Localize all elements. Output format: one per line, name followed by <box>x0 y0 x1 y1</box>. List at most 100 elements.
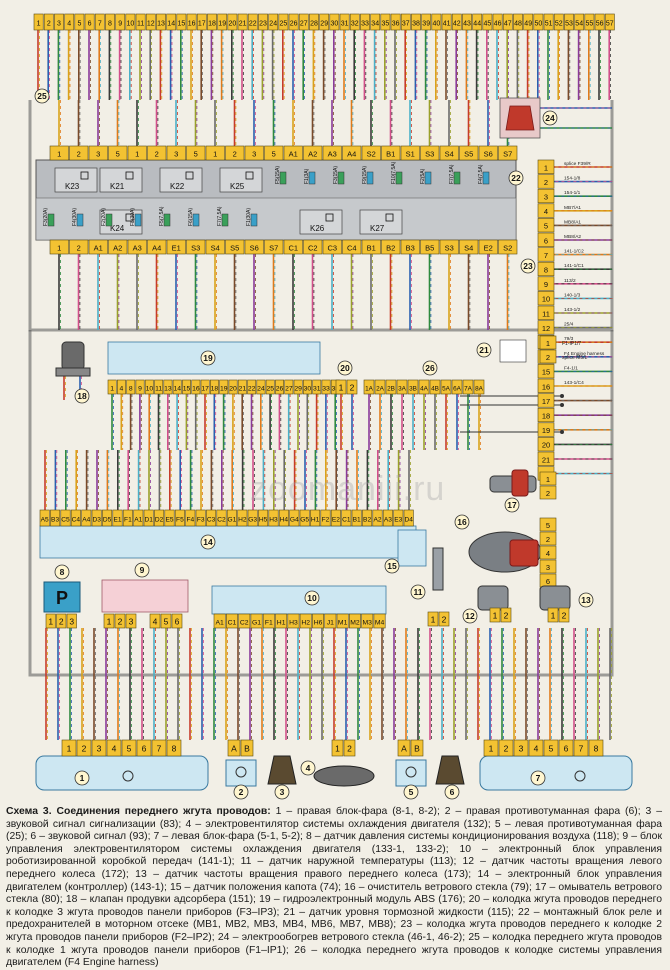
pin-label: 1 <box>431 614 436 624</box>
pin-label: 30 <box>331 20 339 27</box>
pin-cell <box>594 13 605 31</box>
pin-label: S7 <box>269 243 278 252</box>
pin-cell <box>324 613 337 629</box>
pin-label: 2A <box>376 385 385 392</box>
pin-label: 14 <box>167 20 175 27</box>
pin-cell <box>342 145 362 161</box>
conn23-wire-label: 113/2 <box>564 278 576 284</box>
pin-cell <box>125 613 137 629</box>
pin-label: A1 <box>289 149 298 158</box>
pin-label: 3 <box>97 743 102 753</box>
callout-number: 19 <box>203 353 213 363</box>
pin-cell <box>451 379 463 395</box>
pin-label: 4 <box>544 207 548 216</box>
pin-cell <box>410 739 424 757</box>
pin-label: 21 <box>239 20 247 27</box>
pin-cell <box>126 379 136 395</box>
pin-label: G4 <box>290 516 299 523</box>
pin-cell <box>537 437 555 452</box>
pin-label: 5 <box>116 149 120 158</box>
pin-label: A1 <box>94 243 103 252</box>
relay-coil-icon <box>185 171 194 180</box>
pin-label: E1 <box>172 243 181 252</box>
pin-cell <box>298 13 309 31</box>
fuse-label: F2(20A) <box>101 208 107 226</box>
pin-cell <box>537 364 555 379</box>
pin-cell <box>319 13 330 31</box>
pin-cell <box>205 145 225 161</box>
pin-label: S2 <box>503 243 512 252</box>
callout-circle <box>410 584 426 600</box>
pin-label: H5 <box>259 516 268 523</box>
pin-cell <box>114 613 126 629</box>
pin-label: C1 <box>342 516 351 523</box>
pin-label: 42 <box>453 20 461 27</box>
pin-cell <box>312 379 322 395</box>
pin-cell <box>240 739 254 757</box>
pin-label: 15 <box>178 20 186 27</box>
pin-label: S2 <box>367 149 376 158</box>
lamp-icon <box>574 770 586 782</box>
pin-label: A4 <box>347 149 356 158</box>
pin-label: 2 <box>562 610 567 620</box>
callout-number: 9 <box>140 565 145 575</box>
callout-number: 5 <box>409 787 414 797</box>
pin-cell <box>207 13 217 31</box>
pin-cell <box>121 739 137 757</box>
pin-label: 12 <box>147 20 155 27</box>
pin-cell <box>537 305 555 320</box>
callout-number: 6 <box>450 787 455 797</box>
pin-cell <box>537 451 555 466</box>
pin-cell <box>238 613 251 629</box>
pin-label: 21 <box>542 455 550 464</box>
callout-number: 18 <box>77 391 87 401</box>
callout-number: 4 <box>306 763 311 773</box>
pin-cell <box>588 739 604 757</box>
callout-circle <box>504 497 520 513</box>
pin-cell <box>360 13 370 31</box>
pin-label: 18 <box>208 20 216 27</box>
pin-cell <box>160 613 172 629</box>
pin-label: 1 <box>110 385 114 392</box>
pin-cell <box>166 739 182 757</box>
pin-label: M4 <box>375 619 385 626</box>
pin-cell <box>69 145 89 161</box>
pin-cell <box>265 379 275 395</box>
fuse: F4(30A) <box>72 208 84 227</box>
pin-cell <box>264 145 284 161</box>
pin-label: S6 <box>484 149 493 158</box>
pin-label: 33 <box>322 385 330 392</box>
pin-label: 6 <box>88 20 92 27</box>
pin-label: 11 <box>155 385 162 392</box>
pin-label: F5 <box>176 516 184 523</box>
pin-cell <box>133 509 144 527</box>
pin-label: A4 <box>82 516 90 523</box>
ground-terminal <box>560 394 564 398</box>
pin-label: 33 <box>361 20 369 27</box>
pin-cell <box>439 145 459 161</box>
pin-cell <box>411 13 421 31</box>
pin-label: 13 <box>164 385 172 392</box>
pin-cell <box>219 379 229 395</box>
pin-cell <box>103 613 115 629</box>
pin-label: 2 <box>546 535 550 544</box>
pin-cell <box>539 471 557 486</box>
pin-label: B3 <box>51 516 59 523</box>
pin-cell <box>74 13 85 31</box>
pin-cell <box>361 145 381 161</box>
callout-23: 23 <box>520 258 536 274</box>
pin-label: 7 <box>157 743 162 753</box>
fuse-body <box>453 171 461 185</box>
fuse-body <box>47 213 55 227</box>
pin-cell <box>225 239 245 255</box>
pin-label: 38 <box>412 20 420 27</box>
callout-18: 18 <box>74 388 90 404</box>
pin-cell <box>56 613 67 629</box>
relay-k27: K27 <box>359 209 403 235</box>
callout-circle <box>200 534 216 550</box>
pin-label: C5 <box>61 516 70 523</box>
pin-cell <box>513 13 523 31</box>
